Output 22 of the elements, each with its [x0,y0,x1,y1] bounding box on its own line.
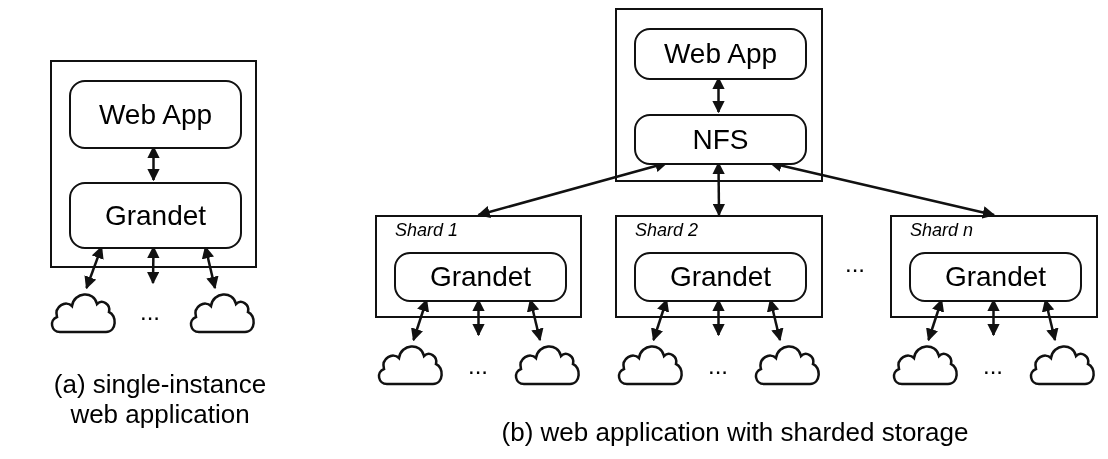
caption: (a) single-instance web application [52,370,268,430]
ellipsis: ... [707,352,729,380]
component-box: Web App [69,80,242,149]
ellipsis: ... [844,250,866,278]
shard-box [890,215,1098,318]
shard-label: Shard 2 [635,221,699,239]
ellipsis: ... [982,352,1004,380]
component-box: Web App [634,28,807,80]
container-box [50,60,257,268]
caption: (b) web application with sharded storage [500,418,970,448]
shard-label: Shard n [910,221,974,239]
container-box [615,8,823,182]
ellipsis: ... [467,352,489,380]
component-box: Grandet [394,252,567,302]
component-box: Grandet [69,182,242,249]
shard-label: Shard 1 [395,221,459,239]
component-box: NFS [634,114,807,165]
shard-box [615,215,823,318]
component-box: Grandet [634,252,807,302]
ellipsis: ... [139,298,161,326]
component-box: Grandet [909,252,1082,302]
shard-box [375,215,582,318]
